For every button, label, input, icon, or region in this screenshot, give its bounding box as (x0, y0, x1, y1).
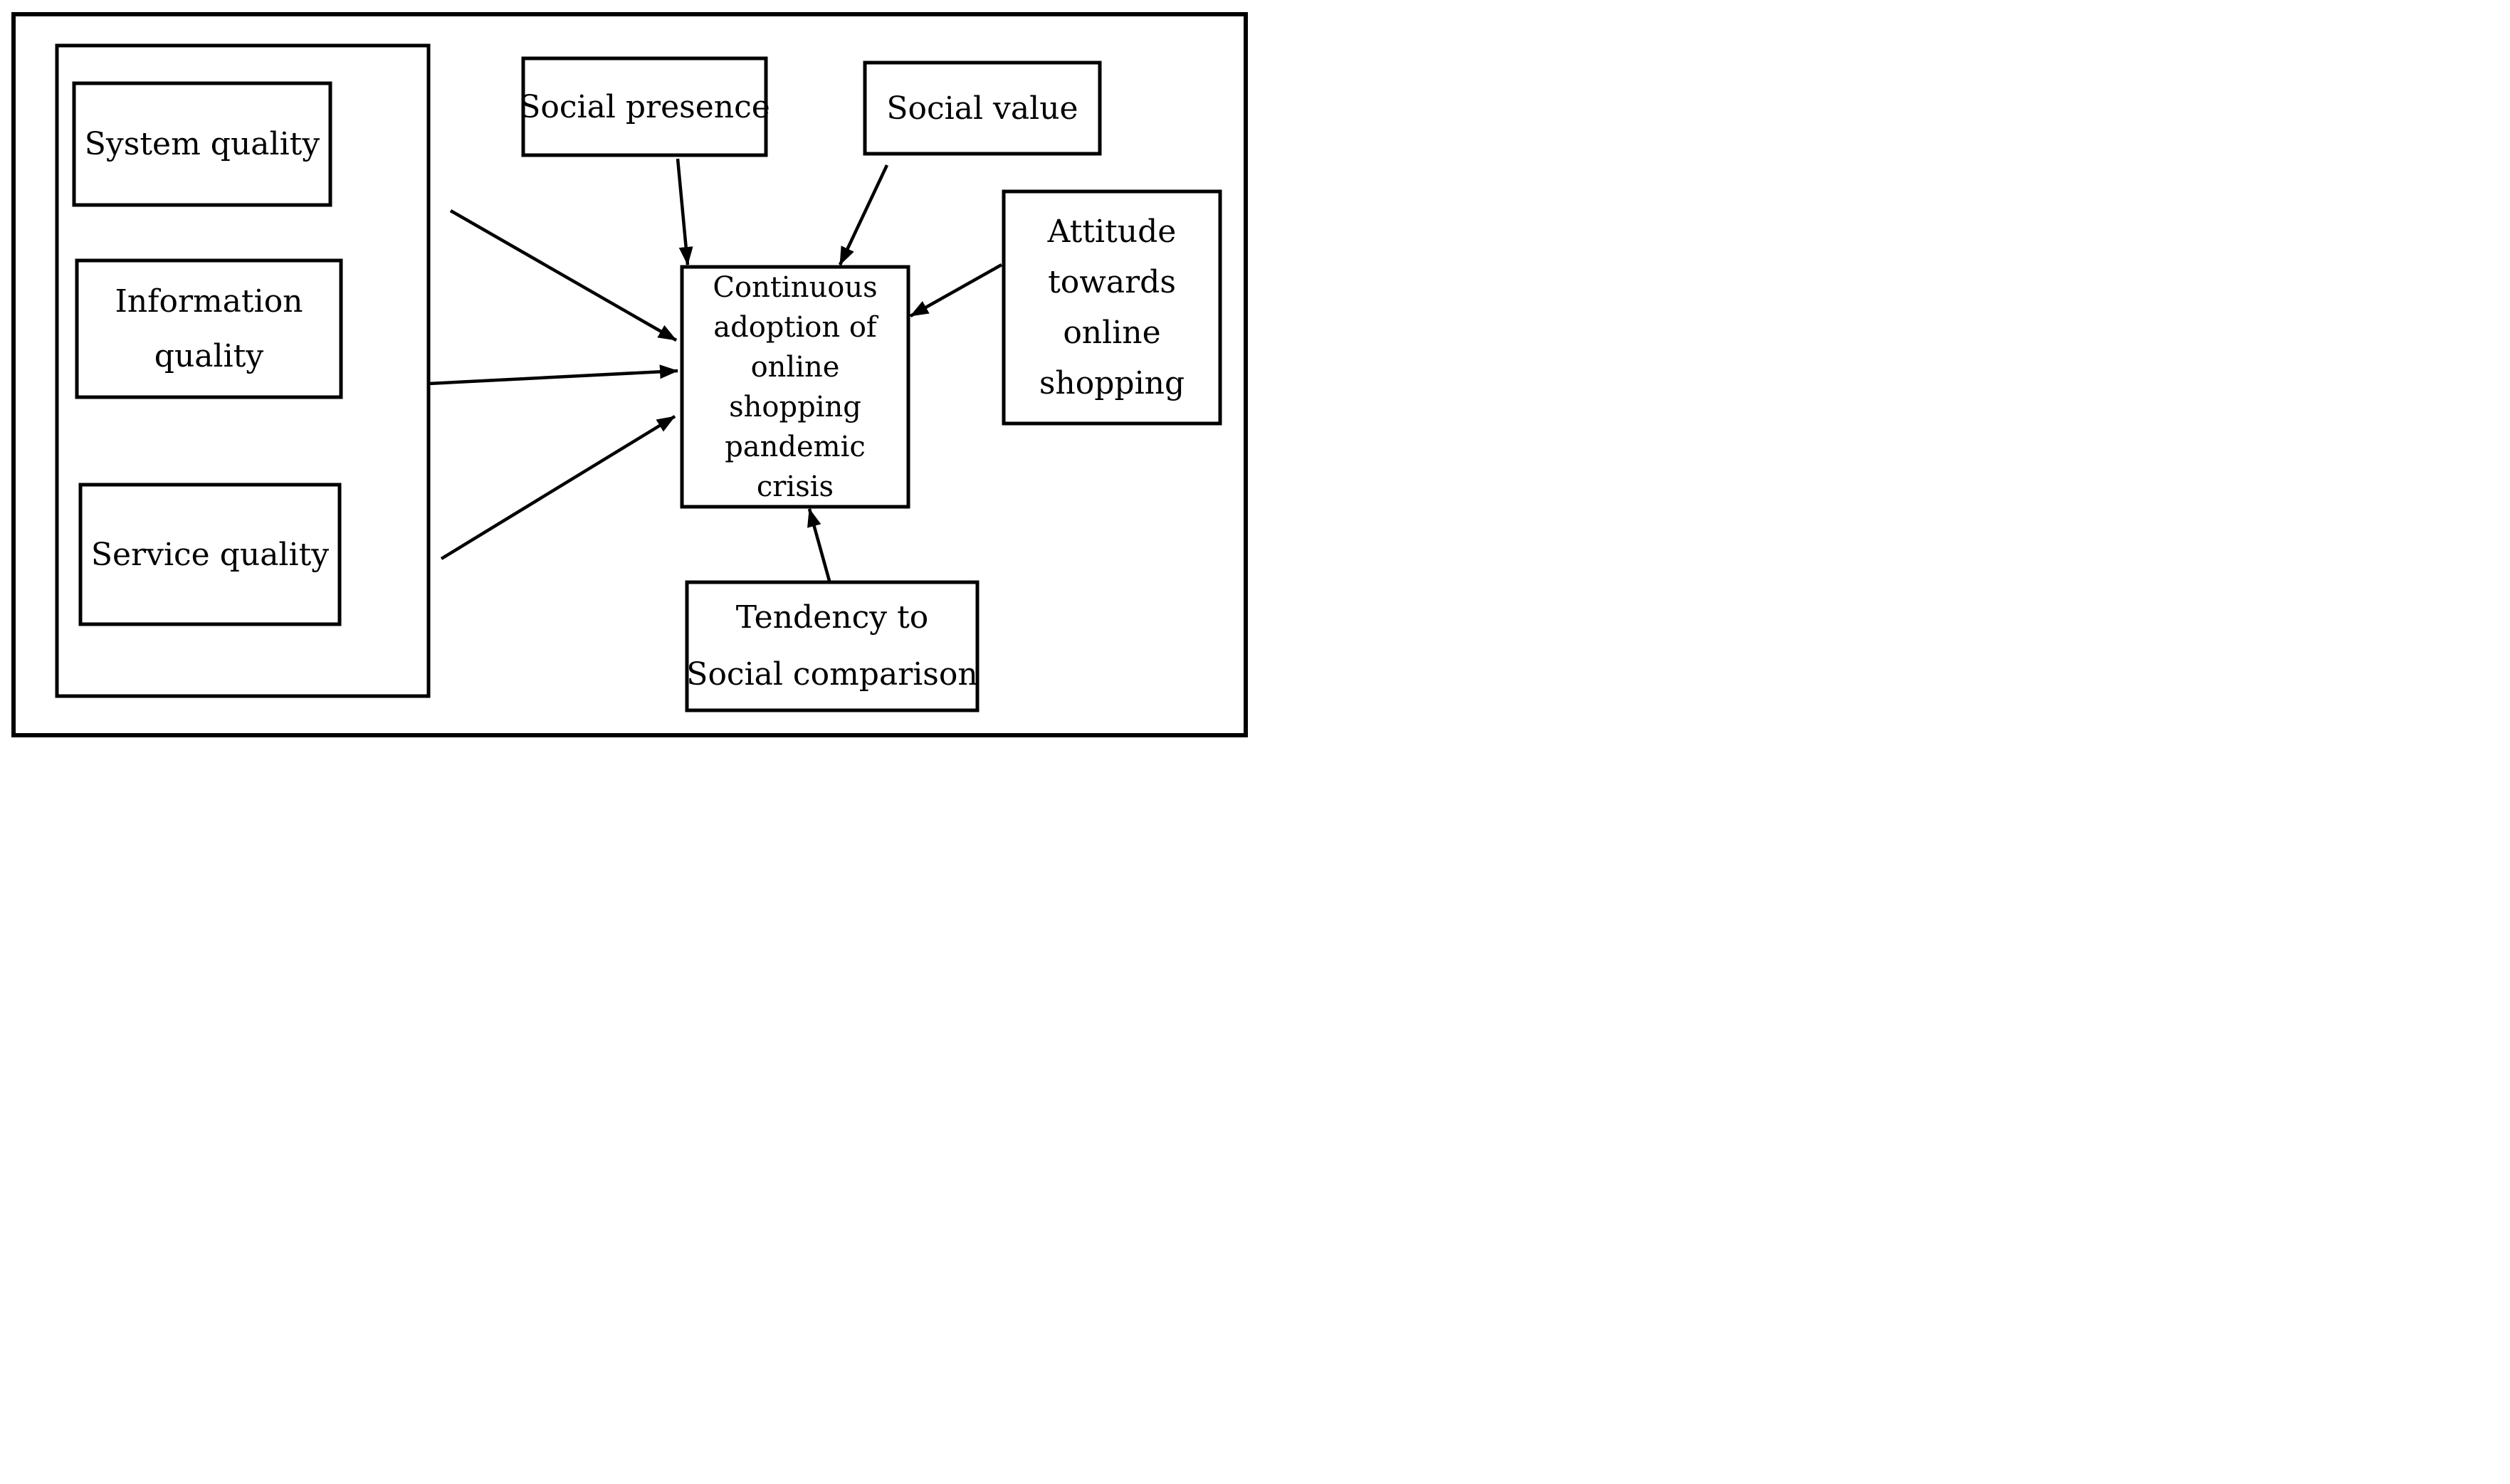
quality-group-box (55, 43, 431, 698)
arrow-information-quality-to-adoption (428, 364, 678, 386)
tendency-box (685, 580, 980, 712)
arrow-social-value-to-adoption (838, 164, 889, 265)
system-quality-box (72, 81, 332, 207)
information-quality-box (75, 258, 343, 399)
model-diagram (11, 12, 1248, 737)
arrow-tendency-to-adoption (807, 508, 831, 582)
continuous-adoption-box (680, 265, 910, 509)
service-quality-box (78, 483, 342, 626)
arrow-system-quality-to-adoption (449, 209, 678, 342)
arrow-social-presence-to-adoption (676, 158, 693, 265)
social-value-box (863, 60, 1102, 156)
attitude-box (1002, 189, 1222, 426)
social-presence-box (521, 56, 768, 157)
outer-border (11, 12, 1248, 737)
arrow-service-quality-to-adoption (440, 415, 676, 560)
model-figure: System quality Information quality Servi… (0, 0, 1255, 742)
arrow-attitude-to-adoption (909, 263, 1003, 317)
